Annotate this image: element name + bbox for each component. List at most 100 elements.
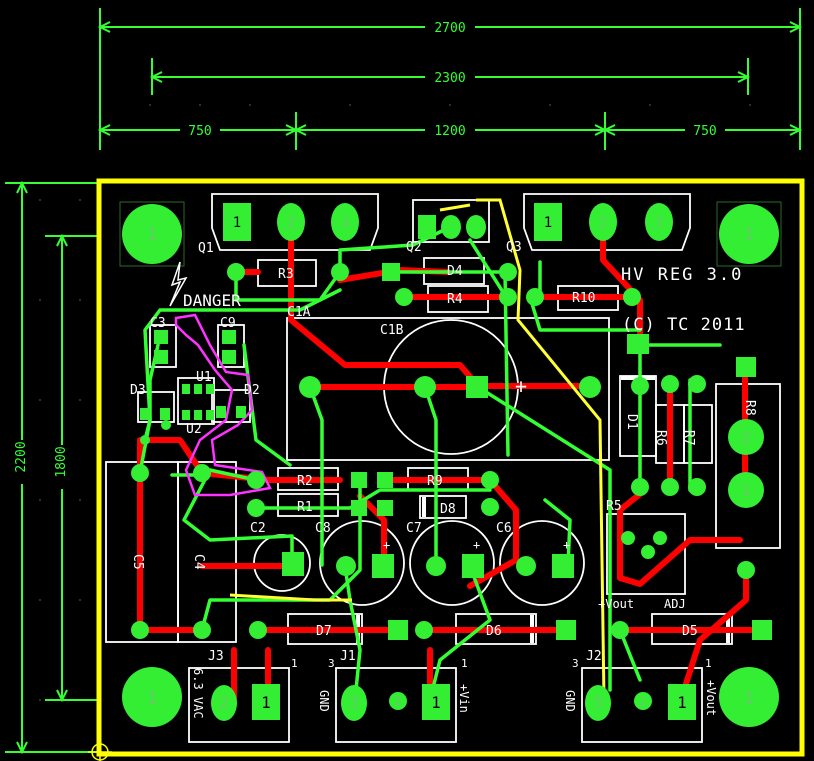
q1-pad3-num: 3 xyxy=(341,215,349,231)
u1-label: U1 xyxy=(196,370,212,385)
d7-label: D7 xyxy=(316,624,332,639)
j2-pad1-num: 1 xyxy=(677,693,687,712)
c1b-label: C1B xyxy=(380,323,404,338)
dim-2300-label: 2300 xyxy=(434,71,465,86)
u2-label: U2 xyxy=(186,422,202,437)
j2-outline xyxy=(581,667,703,743)
dimension-labels: 2700 2300 750 1200 750 2200 1800 xyxy=(12,17,725,489)
q3-outline xyxy=(523,193,691,251)
q3-pad1-num: 1 xyxy=(544,215,552,231)
grid-dots xyxy=(39,104,751,701)
r3-label: R3 xyxy=(278,267,294,282)
r9-label: R9 xyxy=(427,474,443,489)
c4-outline xyxy=(177,461,237,643)
j2-pad3-num: 3 xyxy=(593,693,603,712)
q3-pad2-num: 2 xyxy=(599,215,607,231)
j1-pin3-mark: 3 xyxy=(328,657,335,670)
j2-label: J2 xyxy=(586,649,602,664)
mounting-hole-br xyxy=(719,667,779,727)
c3-outline xyxy=(149,324,177,368)
c5-label: C5 xyxy=(130,554,145,570)
r8-pad1-num: 1 xyxy=(741,481,751,500)
d1-label: D1 xyxy=(624,414,639,430)
c6-plus: + xyxy=(563,538,570,552)
d3-outline xyxy=(137,391,175,423)
q1-label: Q1 xyxy=(198,241,214,256)
q2-outline xyxy=(412,199,490,243)
board-outline xyxy=(96,178,805,757)
d5-label: D5 xyxy=(682,624,698,639)
r1-outline xyxy=(277,493,339,517)
c8-label: C8 xyxy=(315,521,331,536)
r6-label: R6 xyxy=(653,430,668,446)
r10-label: R10 xyxy=(572,291,595,306)
c4-label: C4 xyxy=(191,554,206,570)
j2-pin1-mark: 1 xyxy=(705,657,712,670)
adj-label: ADJ xyxy=(664,597,686,611)
d2-label: D2 xyxy=(244,383,260,398)
r8-pad2-num: 2 xyxy=(741,428,751,447)
c7-circle xyxy=(409,520,495,606)
mounting-hole-tr xyxy=(716,201,782,267)
j2-vout-label: +Vout xyxy=(704,680,718,716)
dim-1200-label: 1200 xyxy=(434,124,465,139)
r8-label: R8 xyxy=(742,400,757,416)
q1-outline xyxy=(211,193,379,251)
dim-2200-label: 2200 xyxy=(14,441,29,472)
high-voltage-icon xyxy=(169,261,188,307)
mh-bl-label: 1 xyxy=(147,688,158,709)
j3-pad2-num: 2 xyxy=(219,693,229,712)
r4-label: R4 xyxy=(447,292,463,307)
c3-label: C3 xyxy=(150,316,166,331)
d4-label: D4 xyxy=(447,264,463,279)
j3-vac-label: 6.3 VAC xyxy=(191,668,205,719)
j2-pad2-num: 2 xyxy=(639,695,646,709)
j3-pad1-num: 1 xyxy=(261,693,271,712)
q1-pad2-num: 2 xyxy=(287,215,295,231)
bottom-copper-traces xyxy=(138,226,722,702)
r5-outline xyxy=(606,513,686,595)
c7-plus: + xyxy=(473,538,480,552)
j1-vin-label: +Vin xyxy=(457,684,471,713)
j3-outline xyxy=(188,667,290,743)
q1-pad1-num: 1 xyxy=(233,215,241,231)
j1-pin1-mark: 1 xyxy=(461,657,468,670)
r1-label: R1 xyxy=(297,500,313,515)
c8-circle xyxy=(319,520,405,606)
c7-label: C7 xyxy=(406,521,422,536)
q3-label: Q3 xyxy=(506,240,522,255)
r5-label: R5 xyxy=(606,499,622,514)
c1a-label: C1A xyxy=(287,305,311,320)
silkscreen-text: HV REG 3.0 (C) TC 2011 DANGER Q1 Q2 Q3 R… xyxy=(130,240,757,719)
c8-plus: + xyxy=(383,538,390,552)
highlight-net xyxy=(174,313,272,497)
q3-pad3-num: 3 xyxy=(655,215,663,231)
j1-outline xyxy=(335,667,457,743)
j2-gnd-label: GND xyxy=(563,690,577,712)
j2-pin3-mark: 3 xyxy=(572,657,579,670)
c6-label: C6 xyxy=(496,521,512,536)
mounting-hole-bl xyxy=(122,667,182,727)
pads xyxy=(119,201,782,727)
j1-pad3-num: 3 xyxy=(349,693,359,712)
d3-label: D3 xyxy=(130,383,146,398)
j1-label: J1 xyxy=(340,649,356,664)
q2-label: Q2 xyxy=(406,240,422,255)
vout-label: +Vout xyxy=(598,597,634,611)
c6-circle xyxy=(499,520,585,606)
j3-pin1-mark: 1 xyxy=(291,657,298,670)
dim-2700-label: 2700 xyxy=(434,21,465,36)
j1-gnd-label: GND xyxy=(317,690,331,712)
pad-numbers: 1 1 1 1 1 2 3 1 2 3 2 1 2 1 3 2 1 3 2 1 xyxy=(147,215,755,712)
c9-label: C9 xyxy=(220,316,236,331)
c1b-plus: + xyxy=(515,374,527,398)
dimension-lines xyxy=(5,8,803,755)
board-copyright: (C) TC 2011 xyxy=(622,315,746,335)
dim-750-left-label: 750 xyxy=(188,124,211,139)
d8-outline xyxy=(419,495,467,519)
d6-label: D6 xyxy=(486,624,502,639)
c2-label: C2 xyxy=(250,521,266,536)
mounting-hole-tl xyxy=(119,201,185,267)
